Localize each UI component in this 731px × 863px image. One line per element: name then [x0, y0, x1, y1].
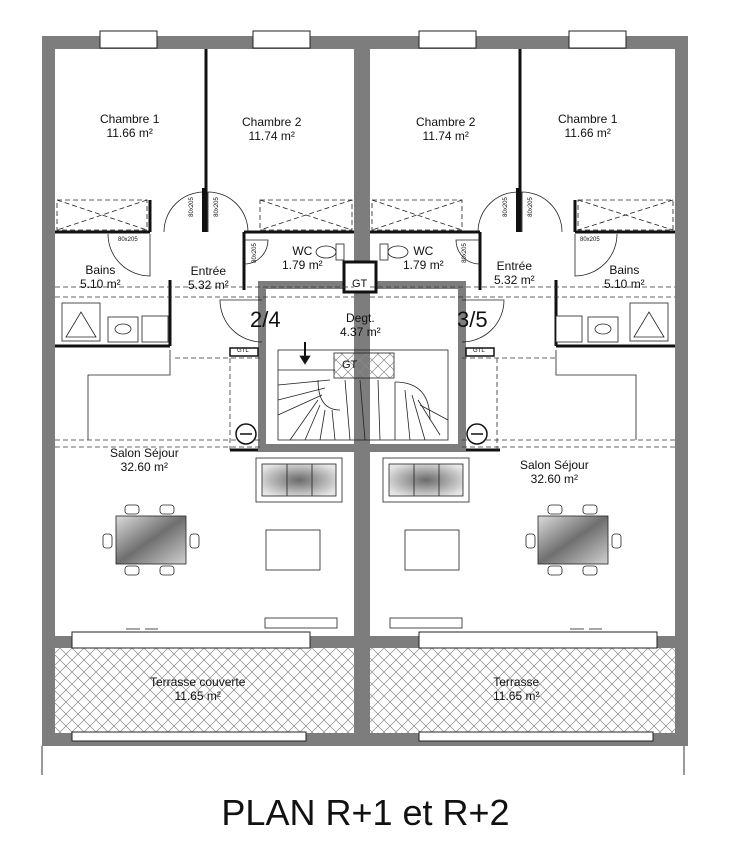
- gt-label-stairs: GT: [342, 359, 358, 371]
- terrace-left: [55, 648, 354, 733]
- door-code-6: 80x205: [527, 197, 534, 217]
- sink-icon: [107, 316, 619, 343]
- door-code-1: 80x205: [118, 237, 138, 243]
- gtl-label-left: GTL: [237, 348, 249, 354]
- terrace-right: [370, 648, 675, 733]
- plan-title: PLAN R+1 et R+2: [221, 792, 510, 833]
- unit-number-right: 3/5: [457, 307, 488, 332]
- landing-label: Degt.4.37 m²: [340, 311, 381, 339]
- door-code-2: 80x205: [580, 237, 600, 243]
- stair-core: [258, 260, 466, 452]
- unit-number-left: 2/4: [250, 307, 281, 332]
- windows-top: [99, 30, 627, 49]
- door-code-7: 80x205: [251, 243, 258, 263]
- door-code-4: 80x205: [213, 197, 220, 217]
- staircase: [277, 342, 449, 441]
- gtl-box: [229, 347, 495, 357]
- washing-machine-icon: [141, 315, 583, 343]
- toilet-icon: [315, 243, 409, 261]
- shower-icon: [61, 302, 669, 342]
- gtl-label-right: GTL: [473, 348, 485, 354]
- sofa-icon: [255, 457, 470, 503]
- door-swings: [107, 191, 618, 343]
- gt-label-top: GT: [352, 278, 368, 290]
- door-code-3: 80x205: [188, 197, 195, 217]
- door-code-5: 80x205: [502, 197, 509, 217]
- boiler-icon: [235, 423, 488, 445]
- wardrobes: [56, 199, 674, 231]
- door-code-8: 80x205: [461, 243, 468, 263]
- dining-table-icon: [102, 504, 622, 576]
